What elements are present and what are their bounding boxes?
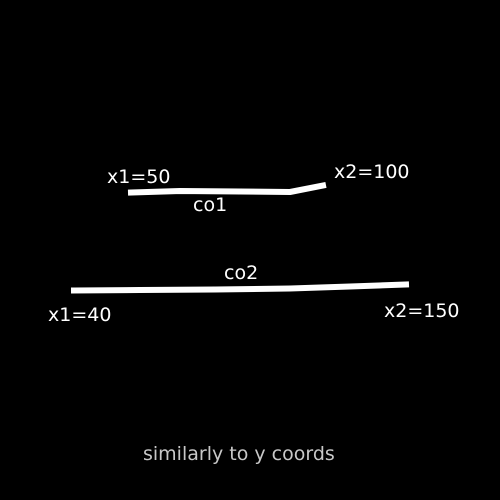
- segment-co2-stroke: [70, 281, 410, 294]
- footnote-text: similarly to y coords: [143, 443, 335, 465]
- segment-co2-name-label: co2: [224, 262, 259, 284]
- segment-co2-end-label: x2=150: [384, 300, 460, 322]
- segment-co2-start-label: x1=40: [48, 304, 112, 326]
- segment-co1-stroke: [127, 181, 327, 196]
- segment-co1-start-label: x1=50: [107, 166, 171, 188]
- segment-co1-name-label: co1: [193, 194, 228, 216]
- segment-co1-end-label: x2=100: [334, 161, 410, 183]
